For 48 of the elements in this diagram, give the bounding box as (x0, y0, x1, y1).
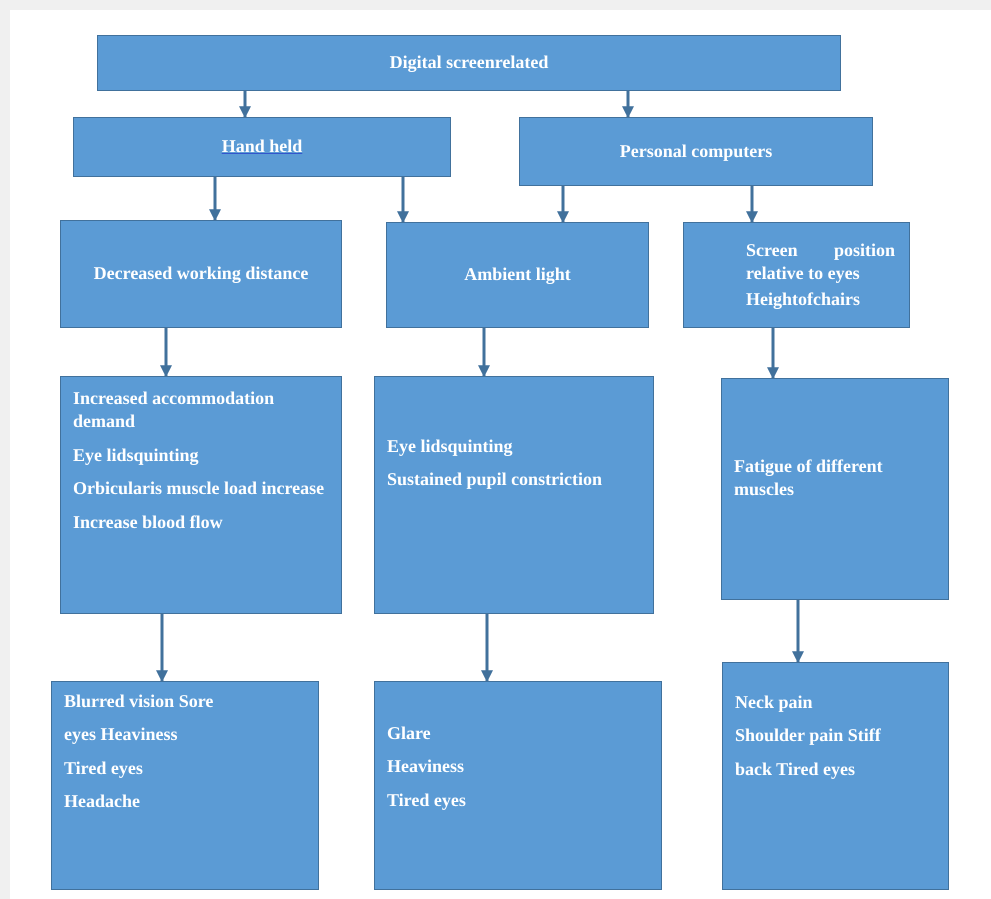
box-text: Headache (64, 790, 140, 814)
arrow (557, 186, 569, 224)
arrow (397, 177, 409, 224)
box-text: Heaviness (387, 755, 464, 778)
box-text: Personal computers (620, 140, 772, 163)
box-text: Digital screenrelated (390, 51, 548, 74)
box-text: Orbicularis muscle load increase (73, 477, 324, 500)
box-text: Heightofchairs (746, 288, 860, 311)
box-text: Increase blood flow (73, 510, 223, 534)
arrow (478, 328, 490, 378)
box-text: eyes Heaviness (64, 723, 178, 746)
arrow (481, 614, 493, 682)
arrow (209, 177, 221, 222)
box-text: Increased accommodation demand (73, 387, 276, 434)
arrow (792, 600, 804, 664)
process-box (60, 376, 342, 614)
box-text: Fatigue of different muscles (734, 455, 884, 502)
box-text: Eye lidsquinting (73, 444, 199, 467)
process-box (683, 222, 910, 328)
box-text: Blurred vision Sore (64, 690, 214, 713)
box-text: Tired eyes (387, 788, 466, 812)
process-box (97, 35, 841, 91)
box-text: Sustained pupil constriction (387, 468, 602, 492)
box-text: Shoulder pain Stiff (735, 724, 881, 748)
arrow (622, 91, 634, 118)
box-text: Ambient light (464, 263, 571, 286)
arrow (156, 614, 168, 682)
process-box (386, 222, 649, 328)
process-box (721, 378, 949, 600)
process-box (519, 117, 873, 186)
box-text: Eye lidsquinting (387, 435, 513, 458)
box-text: Hand held (222, 135, 302, 158)
box-text: Screen position relative to eyes (746, 238, 895, 286)
box-text: back Tired eyes (735, 758, 856, 781)
box-text: Neck pain (735, 691, 813, 714)
process-box (51, 681, 319, 890)
arrow (160, 328, 172, 378)
arrow (239, 91, 251, 118)
process-box (374, 681, 662, 890)
arrow (767, 328, 779, 380)
process-box (722, 662, 949, 890)
box-text: Glare (387, 722, 431, 745)
arrow (746, 186, 758, 224)
process-box (73, 117, 451, 177)
box-text: Decreased working distance (94, 262, 308, 286)
process-box (60, 220, 342, 328)
box-text: Tired eyes (64, 756, 143, 780)
process-box (374, 376, 654, 614)
